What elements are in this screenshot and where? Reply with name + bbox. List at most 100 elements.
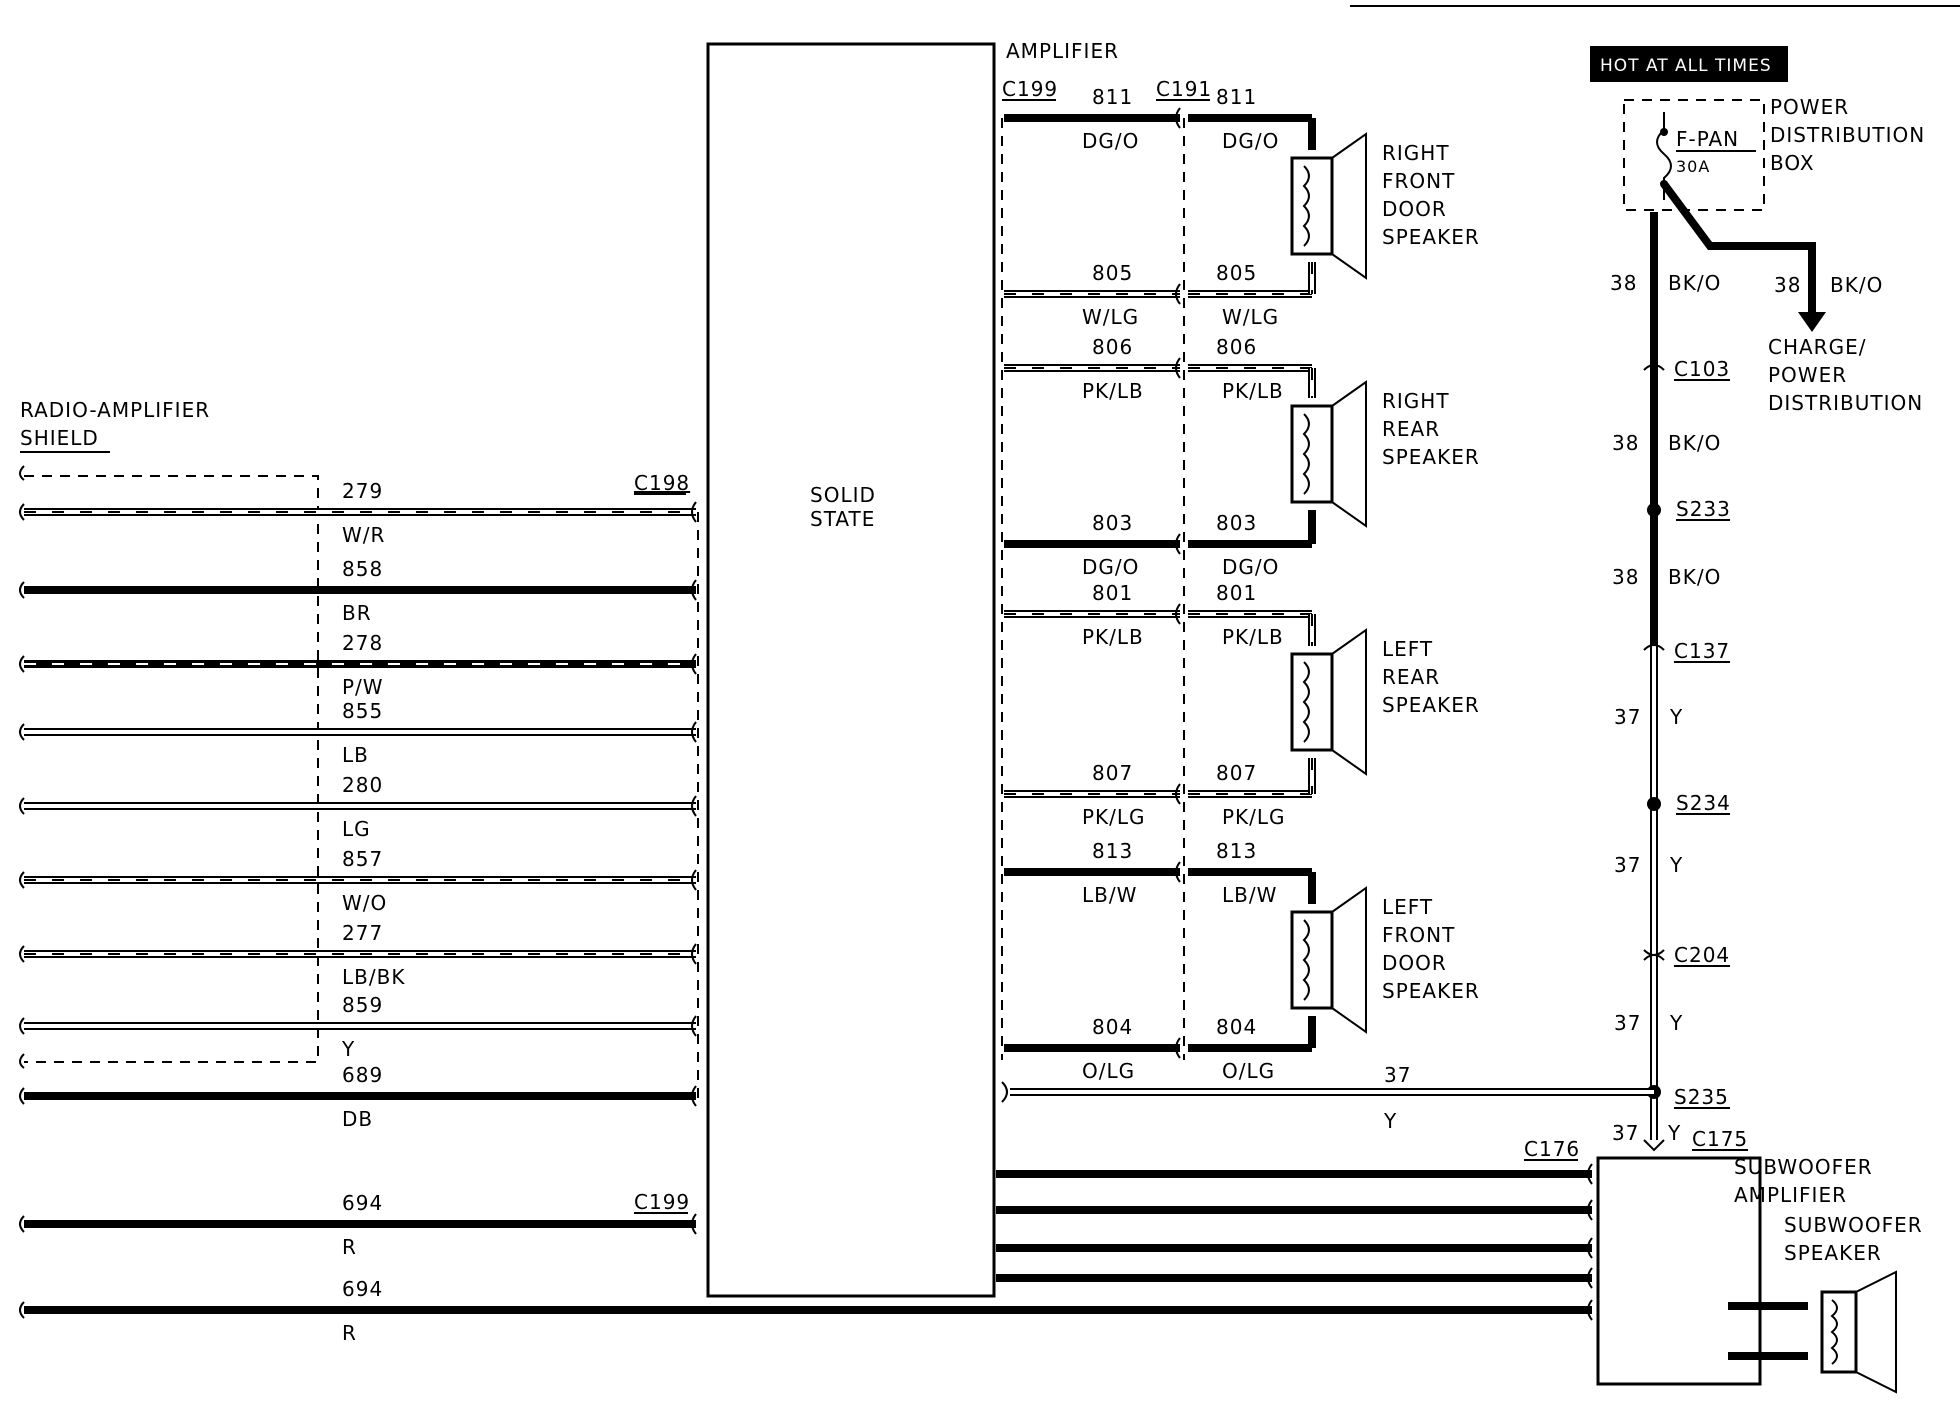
subwoofer-amp-label-2: AMPLIFIER — [1734, 1183, 1847, 1207]
c204-connector-icon — [1643, 949, 1665, 961]
speaker-label-line: FRONT — [1382, 923, 1455, 947]
speaker-label-line: DOOR — [1382, 197, 1447, 221]
speaker-wire-circuit-a: 807 — [1092, 761, 1133, 785]
speaker-wire-color-a: O/LG — [1082, 1059, 1135, 1083]
connector-pin-icon — [691, 795, 697, 817]
connector-pin-icon — [691, 579, 697, 601]
left-wire-circuit: 694 — [342, 1277, 383, 1301]
s234-label: S234 — [1676, 791, 1731, 815]
speaker-wire-circuit-a: 805 — [1092, 261, 1133, 285]
speaker-wire-color-a: LB/W — [1082, 883, 1137, 907]
wire-end-icon — [19, 945, 25, 963]
connector-pin-icon — [691, 721, 697, 743]
speaker-label-line: REAR — [1382, 417, 1440, 441]
amplifier-body-label-1: SOLID — [810, 483, 876, 507]
speaker-wire-color-b: O/LG — [1222, 1059, 1275, 1083]
c199-left-label: C199 — [634, 1190, 690, 1214]
speaker-wire-circuit-b: 804 — [1216, 1015, 1257, 1039]
speaker-wire-circuit-a: 801 — [1092, 581, 1133, 605]
feed-color-2: BK/O — [1668, 431, 1721, 455]
speaker-wire-color-b: DG/O — [1222, 555, 1279, 579]
speaker-icon — [1290, 156, 1334, 256]
s234-splice-icon — [1647, 797, 1661, 811]
fuse-node-top — [1660, 128, 1668, 136]
speaker-wire-circuit-b: 805 — [1216, 261, 1257, 285]
feed-circuit-1: 38 — [1610, 271, 1637, 295]
sub-feed-color: Y — [1667, 1121, 1681, 1145]
connector-pin-icon — [691, 653, 697, 675]
shield-wire-end-bottom — [19, 1053, 25, 1069]
left-wire-circuit: 855 — [342, 699, 383, 723]
speaker-icon — [1290, 910, 1334, 1010]
c176-label: C176 — [1524, 1137, 1580, 1161]
speaker-wire-color-a: W/LG — [1082, 305, 1139, 329]
left-wire-color: LB — [342, 743, 369, 767]
speaker-label-line: FRONT — [1382, 169, 1455, 193]
wire-end-icon — [19, 503, 25, 521]
charge-label-1: CHARGE/ — [1768, 335, 1866, 359]
speaker-label-line: RIGHT — [1382, 141, 1450, 165]
subwoofer-speaker-icon[interactable] — [1820, 1290, 1858, 1374]
speaker-wire-circuit-b: 806 — [1216, 335, 1257, 359]
feed-color-4: Y — [1669, 705, 1683, 729]
c204-label: C204 — [1674, 943, 1730, 967]
shield-label-1: RADIO-AMPLIFIER — [20, 398, 210, 422]
amplifier-body-label-2: STATE — [810, 507, 875, 531]
feed-circuit-4: 37 — [1614, 705, 1641, 729]
left-wire-color: DB — [342, 1107, 373, 1131]
power-distribution-box-outline[interactable] — [1623, 99, 1765, 211]
left-wire-circuit: 694 — [342, 1191, 383, 1215]
left-wire-group: 279W/R858BR278P/W855LB280LG857W/O277LB/B… — [19, 479, 1593, 1345]
power-box-label-1: POWER — [1770, 95, 1849, 119]
amplifier-box[interactable] — [706, 42, 996, 1298]
connector-pin-icon — [1175, 783, 1181, 805]
speaker-wire-circuit-b: 803 — [1216, 511, 1257, 535]
c198-label: C198 — [634, 471, 690, 495]
left-wire-circuit: 280 — [342, 773, 383, 797]
speaker-label-line: LEFT — [1382, 895, 1433, 919]
c199-top-label: C199 — [1002, 77, 1058, 101]
c175-label: C175 — [1692, 1127, 1748, 1151]
hot-at-all-times-badge — [1590, 46, 1788, 82]
speaker-wire-circuit-a: 803 — [1092, 511, 1133, 535]
speaker-wire-color-a: PK/LB — [1082, 625, 1144, 649]
feed-circuit-3: 38 — [1612, 565, 1639, 589]
speaker-label-line: REAR — [1382, 665, 1440, 689]
wire-end-icon — [19, 723, 25, 741]
subwoofer-amplifier-box[interactable] — [1596, 1156, 1762, 1386]
feed-color-5: Y — [1669, 853, 1683, 877]
speaker-wire-circuit-a: 813 — [1092, 839, 1133, 863]
charge-color: BK/O — [1830, 273, 1883, 297]
speaker-label-line: RIGHT — [1382, 389, 1450, 413]
left-wire-color: LB/BK — [342, 965, 405, 989]
fuse-name: F-PAN — [1676, 127, 1739, 151]
subwoofer-speaker-label-2: SPEAKER — [1784, 1241, 1882, 1265]
charge-label-3: DISTRIBUTION — [1768, 391, 1923, 415]
left-wire-circuit: 277 — [342, 921, 383, 945]
speaker-wire-color-a: PK/LG — [1082, 805, 1146, 829]
speaker-wire-color-b: DG/O — [1222, 129, 1279, 153]
connector-pin-icon — [1587, 1199, 1593, 1221]
feed-circuit-6: 37 — [1614, 1011, 1641, 1035]
connector-pin-icon — [691, 1015, 697, 1037]
speaker-wire-circuit-b: 811 — [1216, 85, 1257, 109]
connector-pin-icon — [1175, 533, 1181, 555]
s233-splice-icon — [1647, 503, 1661, 517]
charge-label-2: POWER — [1768, 363, 1847, 387]
charge-branch-wire — [1660, 181, 1816, 318]
connector-pin-icon — [1587, 1299, 1593, 1321]
wire-end-icon — [19, 871, 25, 889]
left-wire-color: BR — [342, 601, 372, 625]
speaker-group: RIGHTFRONTDOORSPEAKERRIGHTREARSPEAKERLEF… — [1290, 118, 1480, 1048]
connector-pin-icon — [1175, 603, 1181, 625]
c103-connector-icon — [1643, 364, 1665, 371]
sub-feed-circuit: 37 — [1612, 1121, 1639, 1145]
speaker-label-line: SPEAKER — [1382, 979, 1480, 1003]
feed-circuit-2: 38 — [1612, 431, 1639, 455]
left-wire-color: Y — [341, 1037, 355, 1061]
